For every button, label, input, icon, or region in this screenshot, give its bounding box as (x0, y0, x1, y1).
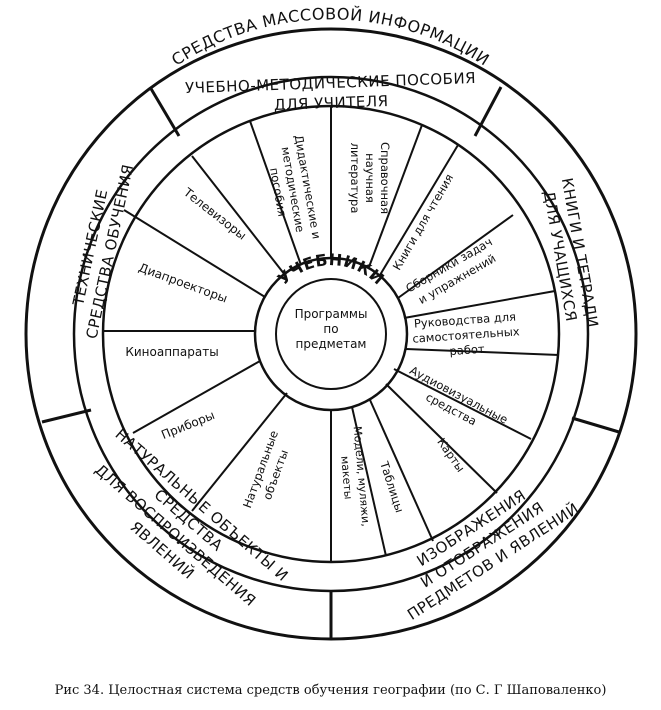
item-tables: Таблицы (377, 459, 407, 515)
item-guides-line-3: работ (449, 342, 485, 358)
item-televisions-text: Телевизоры (180, 185, 249, 243)
sector-student-label: КНИГИ И ТЕТРАДИ ДЛЯ УЧАЩИХСЯ (540, 176, 602, 329)
item-reference-line-3: литература (348, 143, 362, 214)
figure-caption: Рис 34. Целостная система средств обучен… (54, 683, 607, 698)
main-sector-dividers (41, 86, 620, 639)
center-label: Программы по предметам (295, 307, 368, 351)
center-line-3: предметам (296, 337, 367, 351)
item-models-line-2: макеты (338, 455, 355, 500)
center-line-1: Программы (295, 307, 368, 321)
sector-teacher-line-1: УЧЕБНО-МЕТОДИЧЕСКИЕ ПОСОБИЯ (185, 69, 477, 97)
item-didactic: Дидактические и методические пособия (267, 134, 324, 240)
outer-ring-label: СРЕДСТВА МАССОВОЙ ИНФОРМАЦИИ (168, 4, 493, 69)
item-audiovisual: Аудиовизуальные средства (407, 363, 510, 428)
item-reference-line-2: научная (363, 153, 377, 203)
center-line-2: по (323, 322, 338, 336)
item-models: Модели, муляжи, макеты (338, 426, 372, 528)
item-tasks: Сборники задач и упражнений (403, 235, 498, 307)
textbooks-ring-label: УЧЕБНИКИ (274, 250, 388, 289)
education-system-diagram: СРЕДСТВА МАССОВОЙ ИНФОРМАЦИИ УЧЕБНО-МЕТО… (24, 4, 638, 641)
item-dividers (103, 106, 560, 562)
item-maps: Карты (434, 435, 467, 474)
sector-teacher-line-2: ДЛЯ УЧИТЕЛЯ (274, 92, 389, 114)
item-televisions: Телевизоры (180, 185, 249, 243)
item-film-projectors: Киноаппараты (125, 345, 218, 359)
item-maps-text: Карты (434, 435, 467, 474)
center-circle (275, 278, 387, 390)
item-tables-text: Таблицы (377, 459, 407, 515)
sector-teacher-label: УЧЕБНО-МЕТОДИЧЕСКИЕ ПОСОБИЯ ДЛЯ УЧИТЕЛЯ (185, 69, 477, 114)
item-reference: Справочная научная литература (348, 142, 392, 214)
item-reference-line-1: Справочная (378, 142, 392, 214)
item-film-projectors-text: Киноаппараты (125, 345, 218, 359)
